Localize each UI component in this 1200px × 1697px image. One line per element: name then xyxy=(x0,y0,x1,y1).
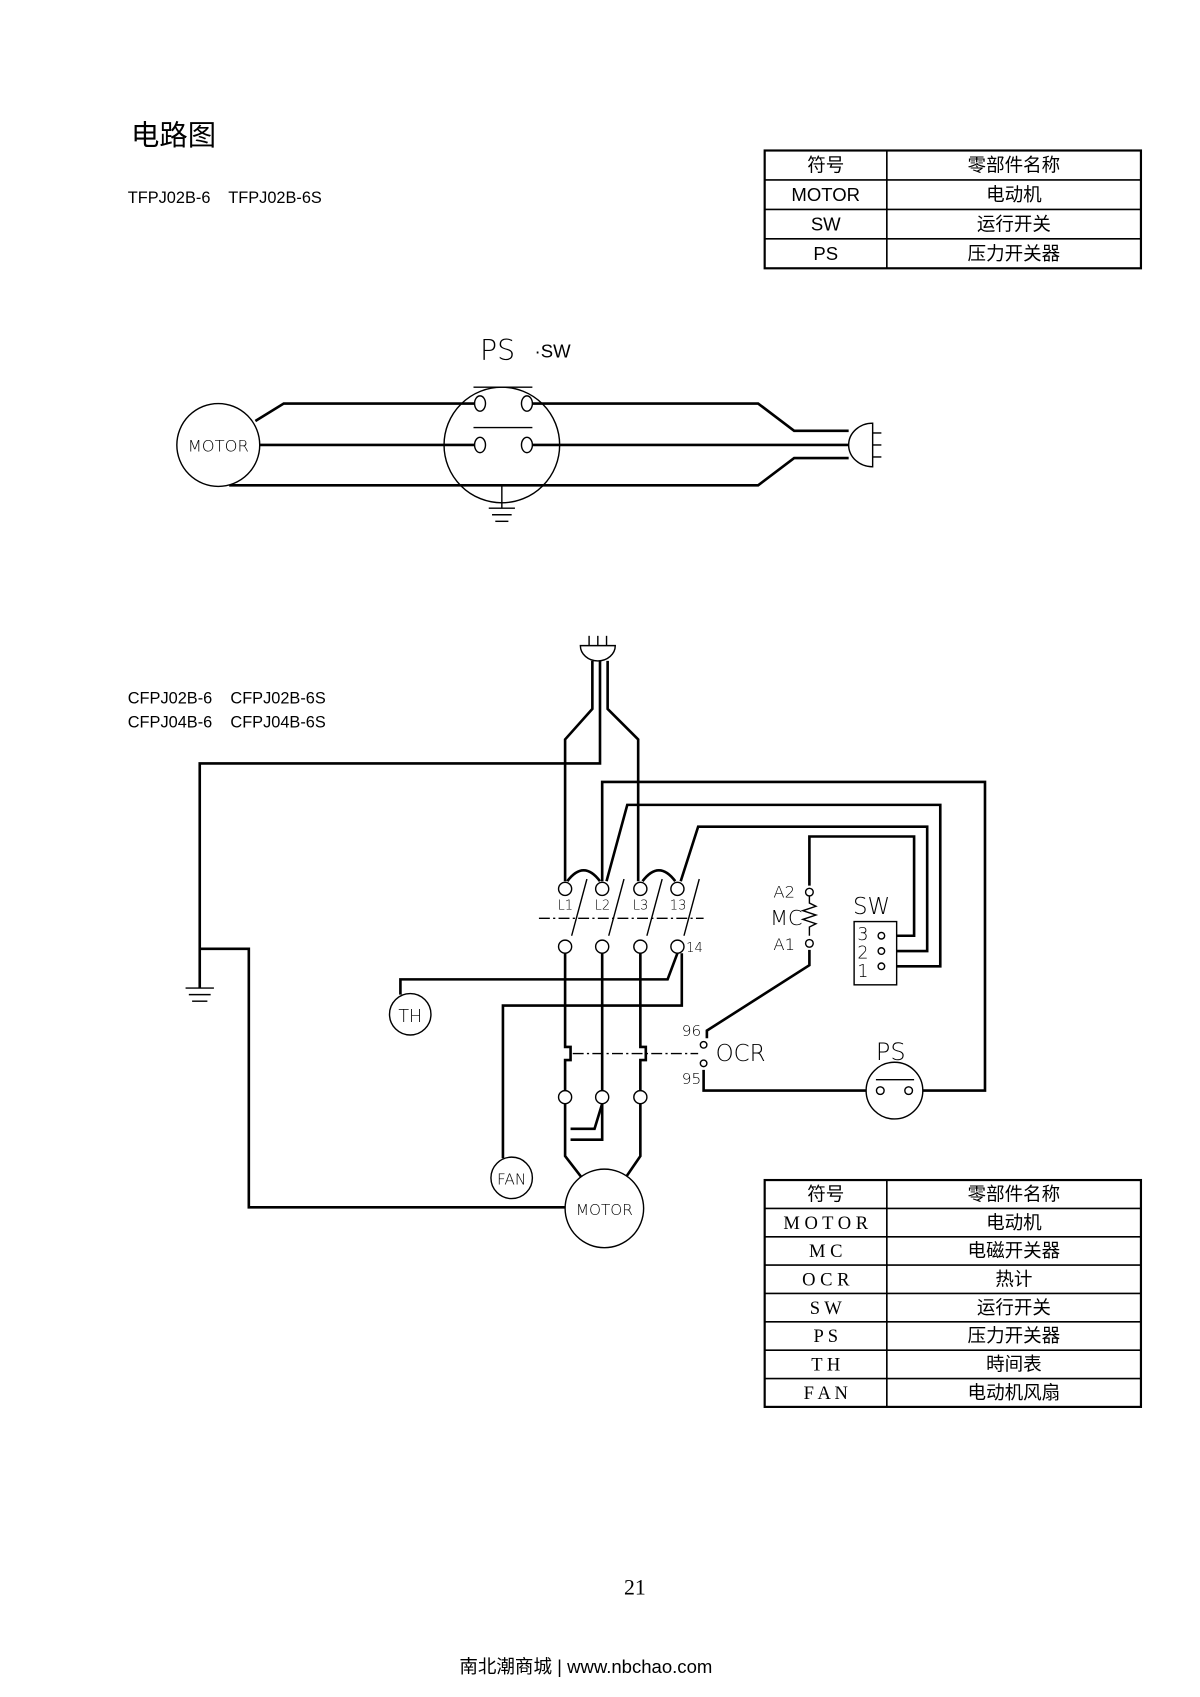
wire xyxy=(679,825,929,953)
cell-symbol: P S xyxy=(813,1326,838,1347)
header-part-name: 零部件名称 xyxy=(968,1184,1061,1205)
motor-label: MOTOR xyxy=(188,437,249,456)
ocr-96-label: 96 xyxy=(682,1022,701,1040)
cell-part-name: 压力开关器 xyxy=(968,1326,1061,1347)
cell-part-name: 运行开关 xyxy=(977,215,1051,236)
ps-label: PS xyxy=(480,334,515,367)
wire xyxy=(229,456,849,487)
wire xyxy=(570,1103,604,1142)
circuit-diagram-2: L1 L2 L3 13 14 A2 MC A1 S xyxy=(185,635,987,1249)
wire xyxy=(705,949,811,1039)
mc-label: MC xyxy=(770,906,802,930)
wire xyxy=(501,953,684,1159)
cell-symbol: PS xyxy=(813,243,838,264)
circuit-diagram-1: PS ·SW MOTOR xyxy=(176,334,882,523)
timer-th-symbol xyxy=(388,992,432,1036)
jumper xyxy=(566,869,602,883)
legend-table-1: 符号 零部件名称 MOTOR 电动机 SW 运行开关 PS 压力开关器 xyxy=(763,149,1143,270)
jumper xyxy=(641,869,677,883)
cell-part-name: 运行开关 xyxy=(977,1298,1051,1319)
contact xyxy=(520,436,534,454)
cell-symbol: M C xyxy=(809,1241,842,1262)
motor-symbol xyxy=(564,1168,645,1249)
terminal-13: 13 xyxy=(670,899,687,914)
cell-symbol: F A N xyxy=(804,1383,848,1404)
mc-a1-label: A1 xyxy=(773,935,795,954)
diagram2-models-line1: CFPJ02B-6 CFPJ02B-6S xyxy=(128,689,326,707)
fan-symbol xyxy=(490,1156,534,1200)
cell-symbol: T H xyxy=(811,1355,840,1376)
wire-ground xyxy=(198,660,602,989)
sw-pin-3: 3 xyxy=(857,925,868,945)
wire xyxy=(600,780,987,1092)
contact xyxy=(473,395,487,412)
pressure-switch-symbol: PS xyxy=(865,1038,924,1120)
sw-label: ·SW xyxy=(535,341,572,362)
wire xyxy=(605,803,942,968)
wire xyxy=(702,1069,868,1092)
wire xyxy=(199,947,567,1209)
wire xyxy=(254,402,476,423)
cell-part-name: 時间表 xyxy=(986,1355,1042,1376)
fan-label: FAN xyxy=(497,1170,526,1188)
wire xyxy=(399,952,679,995)
wire xyxy=(808,835,916,938)
page-title: 电路图 xyxy=(131,120,216,152)
motor-symbol xyxy=(176,402,261,488)
ocr-contact: 96 95 OCR xyxy=(682,1022,766,1088)
run-switch-sw: SW 3 2 1 xyxy=(853,894,898,986)
ocr-95-label: 95 xyxy=(682,1070,701,1088)
wire xyxy=(570,1103,604,1131)
mc-a2-label: A2 xyxy=(773,883,795,902)
cell-symbol: O C R xyxy=(802,1270,850,1291)
cell-part-name: 电动机 xyxy=(986,185,1042,206)
terminal-l2: L2 xyxy=(595,899,611,914)
contactor-mc: L1 L2 L3 13 14 xyxy=(538,878,704,956)
plug-icon xyxy=(579,635,616,662)
header-symbol: 符号 xyxy=(807,1184,844,1205)
page-number: 21 xyxy=(624,1575,646,1599)
wire xyxy=(563,953,572,1091)
plug-icon xyxy=(848,422,882,468)
ground-icon xyxy=(488,485,515,523)
cell-part-name: 压力开关器 xyxy=(968,244,1061,265)
wire xyxy=(639,953,648,1091)
sw-label: SW xyxy=(853,894,890,920)
cell-symbol: M O T O R xyxy=(783,1213,868,1234)
cell-symbol: S W xyxy=(810,1298,843,1319)
contact xyxy=(520,395,534,412)
ocr-label: OCR xyxy=(716,1041,766,1067)
wire xyxy=(531,402,849,433)
terminal-14: 14 xyxy=(686,941,703,956)
sw-pin-1: 1 xyxy=(857,962,868,982)
contact xyxy=(473,436,487,454)
th-label: TH xyxy=(398,1007,422,1027)
header-part-name: 零部件名称 xyxy=(968,156,1061,177)
mc-coil: A2 MC A1 xyxy=(770,883,819,954)
wire xyxy=(622,1103,642,1181)
wire xyxy=(563,660,594,882)
sw-pin-2: 2 xyxy=(857,944,868,964)
cell-symbol: SW xyxy=(811,214,841,235)
diagram2-models-line2: CFPJ04B-6 CFPJ04B-6S xyxy=(128,713,326,731)
cell-part-name: 电动机风扇 xyxy=(968,1383,1061,1404)
ground-icon xyxy=(185,987,214,1002)
wire xyxy=(606,660,640,882)
ps-label: PS xyxy=(876,1038,906,1066)
cell-part-name: 热计 xyxy=(995,1270,1032,1291)
terminal-l3: L3 xyxy=(633,899,649,914)
header-symbol: 符号 xyxy=(807,155,844,176)
diagram1-models: TFPJ02B-6 TFPJ02B-6S xyxy=(128,189,322,207)
cell-symbol: MOTOR xyxy=(791,184,860,205)
cell-part-name: 电磁开关器 xyxy=(968,1241,1061,1262)
terminal-l1: L1 xyxy=(557,899,573,914)
wire xyxy=(563,1103,585,1181)
motor-label: MOTOR xyxy=(576,1201,633,1219)
cell-part-name: 电动机 xyxy=(986,1213,1042,1234)
pressure-switch-symbol xyxy=(443,386,561,504)
footer-watermark: 南北潮商城 | www.nbchao.com xyxy=(459,1656,712,1677)
legend-table-2: 符号 零部件名称 M O T O R 电动机 M C 电磁开关器 O C R 热计 S W 运行开… xyxy=(763,1178,1143,1408)
